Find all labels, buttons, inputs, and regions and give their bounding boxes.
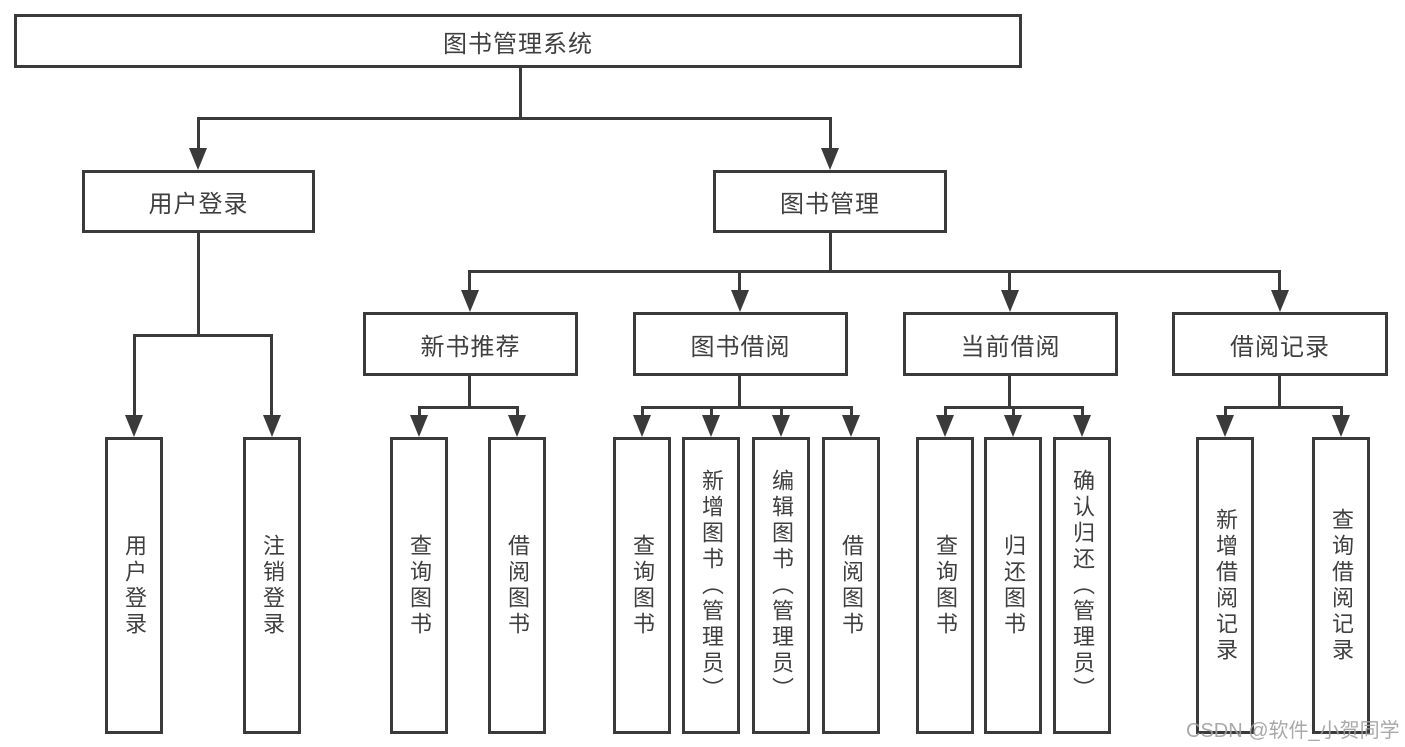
arrow-down-icon <box>125 415 143 437</box>
connector-newbook-branch <box>418 406 518 409</box>
arrow-down-icon <box>772 415 790 437</box>
connector-borrowrecord-branch <box>1224 406 1342 409</box>
leaf-add-book-admin: 新增图书（管理员） <box>682 437 740 734</box>
connector-root-stem <box>519 68 522 118</box>
connector-drop-leaf <box>1340 406 1343 417</box>
connector-drop-leaf <box>780 406 783 417</box>
connector-drop-level3 <box>468 270 471 292</box>
connector-drop-level3 <box>738 270 741 292</box>
arrow-down-icon <box>1001 290 1019 312</box>
leaf-label: 查询借阅记录 <box>1329 507 1354 664</box>
leaf-label: 查询图书 <box>407 533 432 638</box>
leaf-label: 编辑图书（管理员） <box>769 468 794 703</box>
connector-drop-leaf <box>944 406 947 417</box>
connector-user-login-stem <box>197 233 200 337</box>
connector-bookborrow-stem <box>738 376 741 407</box>
arrow-down-icon <box>508 415 526 437</box>
node-borrow-record: 借阅记录 <box>1172 312 1388 376</box>
connector-drop-leaf <box>1224 406 1227 417</box>
leaf-label: 查询图书 <box>630 533 655 638</box>
connector-bookborrow-branch <box>641 406 852 409</box>
arrow-down-icon <box>702 415 720 437</box>
connector-drop-leaf <box>516 406 519 417</box>
leaf-user-login: 用户登录 <box>105 437 163 734</box>
arrow-down-icon <box>936 415 954 437</box>
connector-level3-branch <box>468 270 1281 273</box>
leaf-label: 用户登录 <box>122 533 147 638</box>
arrow-down-icon <box>1216 415 1234 437</box>
arrow-down-icon <box>633 415 651 437</box>
arrow-down-icon <box>410 415 428 437</box>
connector-drop-leaf <box>1081 406 1084 417</box>
leaf-confirm-return-admin: 确认归还（管理员） <box>1053 437 1111 734</box>
arrow-down-icon <box>1271 290 1289 312</box>
leaf-label: 归还图书 <box>1001 533 1026 638</box>
connector-drop-leaf <box>641 406 644 417</box>
leaf-query-book: 查询图书 <box>390 437 448 734</box>
arrow-down-icon <box>731 290 749 312</box>
leaf-borrow-book: 借阅图书 <box>488 437 546 734</box>
connector-level2-branch <box>197 117 832 120</box>
leaf-query-book: 查询图书 <box>916 437 974 734</box>
node-user-login: 用户登录 <box>82 170 315 233</box>
leaf-label: 确认归还（管理员） <box>1070 468 1095 703</box>
connector-drop-level3 <box>1278 270 1281 292</box>
connector-user-login-branch <box>133 334 273 337</box>
connector-drop-leaf <box>133 334 136 417</box>
leaf-label: 新增图书（管理员） <box>699 468 724 703</box>
connector-book-mgmt-stem <box>829 233 832 273</box>
leaf-add-borrow-record: 新增借阅记录 <box>1196 437 1254 734</box>
connector-currentborrow-stem <box>1008 376 1011 407</box>
node-root-system: 图书管理系统 <box>14 14 1022 68</box>
connector-drop-leaf <box>1012 406 1015 417</box>
leaf-label: 注销登录 <box>260 533 285 638</box>
leaf-logout: 注销登录 <box>243 437 301 734</box>
connector-drop-user-login <box>197 117 200 150</box>
leaf-query-book: 查询图书 <box>613 437 671 734</box>
connector-drop-level3 <box>1008 270 1011 292</box>
leaf-label: 借阅图书 <box>505 533 530 638</box>
arrow-down-icon <box>1073 415 1091 437</box>
node-book-borrow: 图书借阅 <box>633 312 848 376</box>
arrow-down-icon <box>189 148 207 170</box>
leaf-query-borrow-record: 查询借阅记录 <box>1312 437 1370 734</box>
leaf-borrow-book: 借阅图书 <box>822 437 880 734</box>
leaf-edit-book-admin: 编辑图书（管理员） <box>752 437 810 734</box>
arrow-down-icon <box>263 415 281 437</box>
connector-drop-leaf <box>710 406 713 417</box>
connector-drop-leaf <box>270 334 273 417</box>
arrow-down-icon <box>1332 415 1350 437</box>
node-current-borrow: 当前借阅 <box>903 312 1118 376</box>
node-book-management: 图书管理 <box>713 170 947 233</box>
node-new-book-recommend: 新书推荐 <box>363 312 578 376</box>
arrow-down-icon <box>1004 415 1022 437</box>
leaf-label: 借阅图书 <box>839 533 864 638</box>
connector-drop-book-mgmt <box>829 117 832 150</box>
csdn-watermark: CSDN @软件_小贺同学 <box>1186 720 1400 742</box>
connector-borrowrecord-stem <box>1278 376 1281 407</box>
leaf-label: 新增借阅记录 <box>1213 507 1238 664</box>
connector-drop-leaf <box>850 406 853 417</box>
leaf-return-book: 归还图书 <box>984 437 1042 734</box>
connector-newbook-stem <box>468 376 471 407</box>
arrow-down-icon <box>842 415 860 437</box>
connector-drop-leaf <box>418 406 421 417</box>
arrow-down-icon <box>821 148 839 170</box>
leaf-label: 查询图书 <box>933 533 958 638</box>
arrow-down-icon <box>461 290 479 312</box>
